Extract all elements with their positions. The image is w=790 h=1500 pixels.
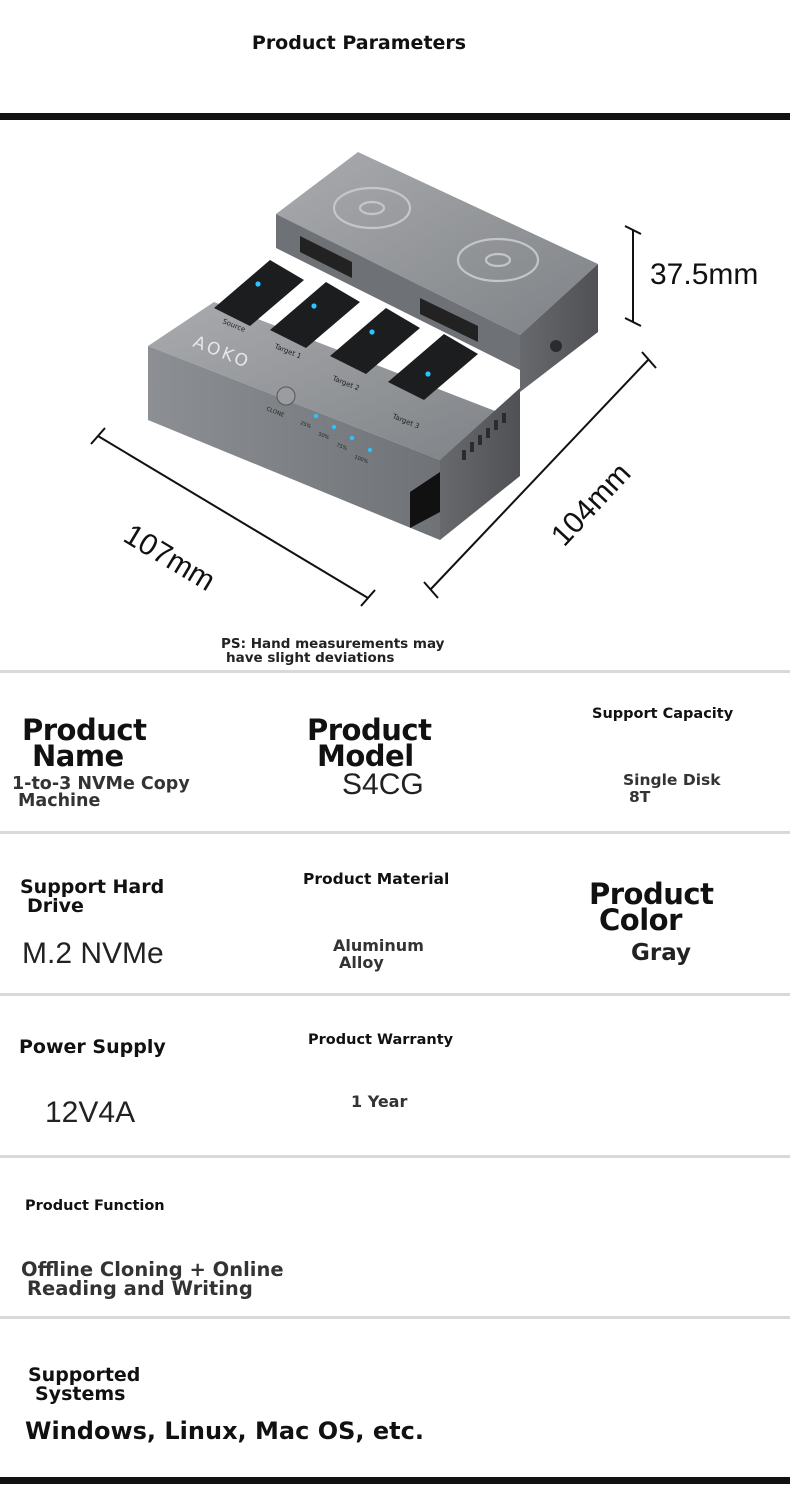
clone-button [276, 386, 296, 406]
progress-leds [313, 413, 373, 453]
progress-label: 25% [299, 420, 312, 430]
product-name-label: Product Name [22, 713, 147, 773]
product-material-value: Aluminum Alloy [333, 936, 424, 972]
product-warranty-label: Product Warranty [308, 1032, 454, 1048]
product-material-label: Product Material [303, 870, 450, 888]
rear-slot [300, 236, 352, 278]
height-dimension: 37.5mm [650, 258, 759, 291]
progress-label: 50% [317, 431, 330, 441]
support-capacity-value: Single Disk 8T [623, 771, 721, 806]
support-hard-drive-value: M.2 NVMe [22, 937, 164, 970]
row-separator [0, 993, 790, 996]
page-title: Product Parameters [251, 32, 467, 54]
product-illustration: Source Target 1 Target 2 Target 3 AOKO C… [90, 152, 657, 607]
product-name-value: 1-to-3 NVMe Copy Machine [12, 774, 190, 811]
support-hard-drive-label: Support Hard Drive [20, 876, 165, 917]
row-separator [0, 831, 790, 834]
power-switch [410, 472, 440, 528]
product-function-label: Product Function [25, 1198, 165, 1214]
product-color-label: Product Color [589, 877, 714, 937]
supported-systems-value: Windows, Linux, Mac OS, etc. [25, 1417, 424, 1445]
dc-port [550, 340, 562, 352]
progress-label: 75% [335, 442, 348, 452]
product-model-value: S4CG [342, 768, 424, 801]
top-divider [0, 113, 790, 120]
progress-label: 100% [353, 454, 369, 465]
power-supply-label: Power Supply [19, 1036, 166, 1058]
product-function-value: Offline Cloning + Online Reading and Wri… [21, 1258, 284, 1300]
rear-block-top [276, 152, 598, 335]
dimension-lines [90, 225, 657, 607]
product-color-value: Gray [631, 940, 692, 966]
power-supply-value: 12V4A [45, 1096, 136, 1129]
support-capacity-label: Support Capacity [592, 706, 734, 722]
bottom-divider [0, 1477, 790, 1484]
rear-slot [420, 298, 478, 342]
side-vents [462, 413, 506, 460]
row-separator [0, 1316, 790, 1319]
m2-slots [214, 260, 478, 400]
supported-systems-label: Supported Systems [28, 1364, 141, 1405]
measurement-note: PS: Hand measurements may have slight de… [221, 636, 445, 666]
fan-vent-icon [332, 186, 540, 283]
base-top [148, 302, 508, 460]
rear-block-side [520, 264, 598, 392]
product-warranty-value: 1 Year [351, 1092, 408, 1111]
row-separator [0, 1155, 790, 1158]
product-model-label: Product Model [307, 713, 432, 773]
row-separator [0, 670, 790, 673]
base-front [148, 346, 440, 540]
base-side [440, 388, 520, 540]
